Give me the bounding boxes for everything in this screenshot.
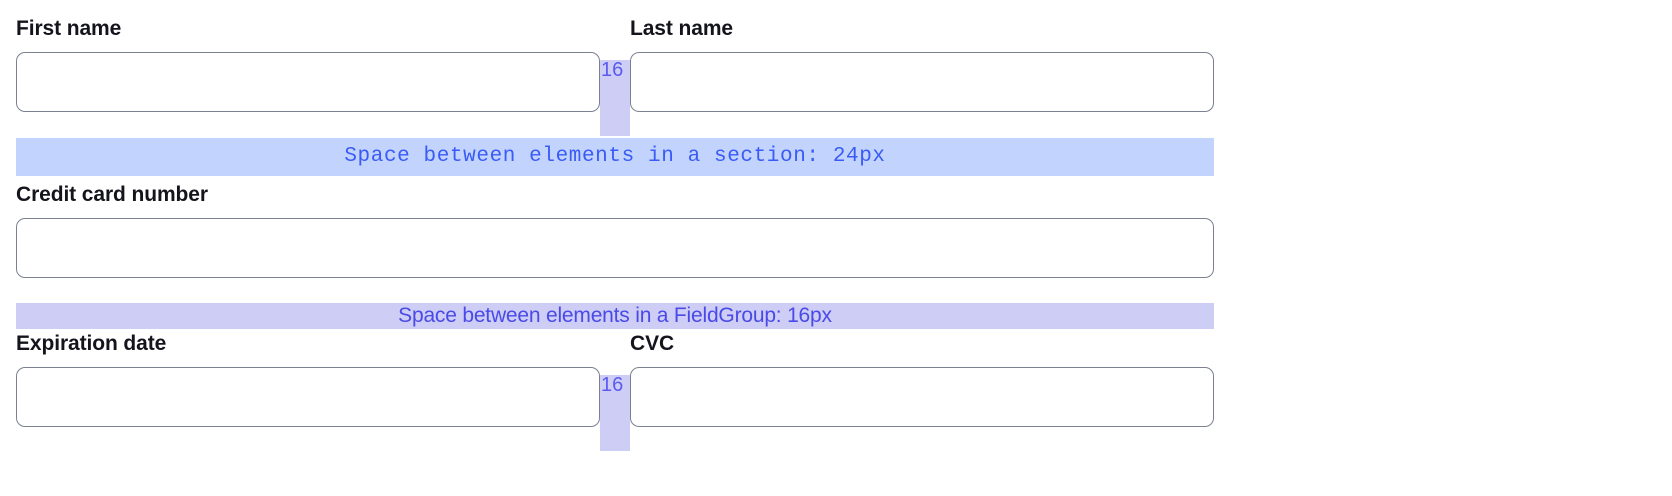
- name-row: First name 16 Last name: [0, 16, 1295, 136]
- cvc-input[interactable]: [630, 367, 1214, 427]
- expiry-row: Expiration date 16 CVC: [0, 331, 1295, 451]
- last-name-input[interactable]: [630, 52, 1214, 112]
- last-name-field-group: Last name: [630, 16, 1295, 136]
- expiry-row-gap-label: 16: [601, 374, 624, 396]
- name-row-gap-label: 16: [601, 59, 624, 81]
- fieldgroup-spacing-band: Space between elements in a FieldGroup: …: [16, 303, 1214, 329]
- credit-card-field-group: Credit card number: [0, 182, 1295, 278]
- fieldgroup-spacing-label: Space between elements in a FieldGroup: …: [398, 304, 832, 327]
- cvc-field-group: CVC: [630, 331, 1295, 451]
- credit-card-row: Credit card number: [0, 182, 1295, 278]
- section-spacing-band: Space between elements in a section: 24p…: [16, 138, 1214, 176]
- section-spacing-label: Space between elements in a section: 24p…: [344, 145, 886, 168]
- expiration-date-field-group: Expiration date: [0, 331, 600, 451]
- expiration-date-label: Expiration date: [16, 332, 167, 355]
- cvc-label: CVC: [630, 332, 675, 355]
- payment-form: First name 16 Last name Space between el…: [0, 16, 1295, 451]
- credit-card-number-input[interactable]: [16, 218, 1214, 278]
- expiration-date-input[interactable]: [16, 367, 600, 427]
- credit-card-number-label: Credit card number: [16, 183, 208, 206]
- name-row-gap-column: 16: [600, 60, 630, 136]
- first-name-label: First name: [16, 17, 122, 40]
- last-name-label: Last name: [630, 17, 733, 40]
- first-name-field-group: First name: [0, 16, 600, 136]
- first-name-input[interactable]: [16, 52, 600, 112]
- expiry-row-gap-column: 16: [600, 375, 630, 451]
